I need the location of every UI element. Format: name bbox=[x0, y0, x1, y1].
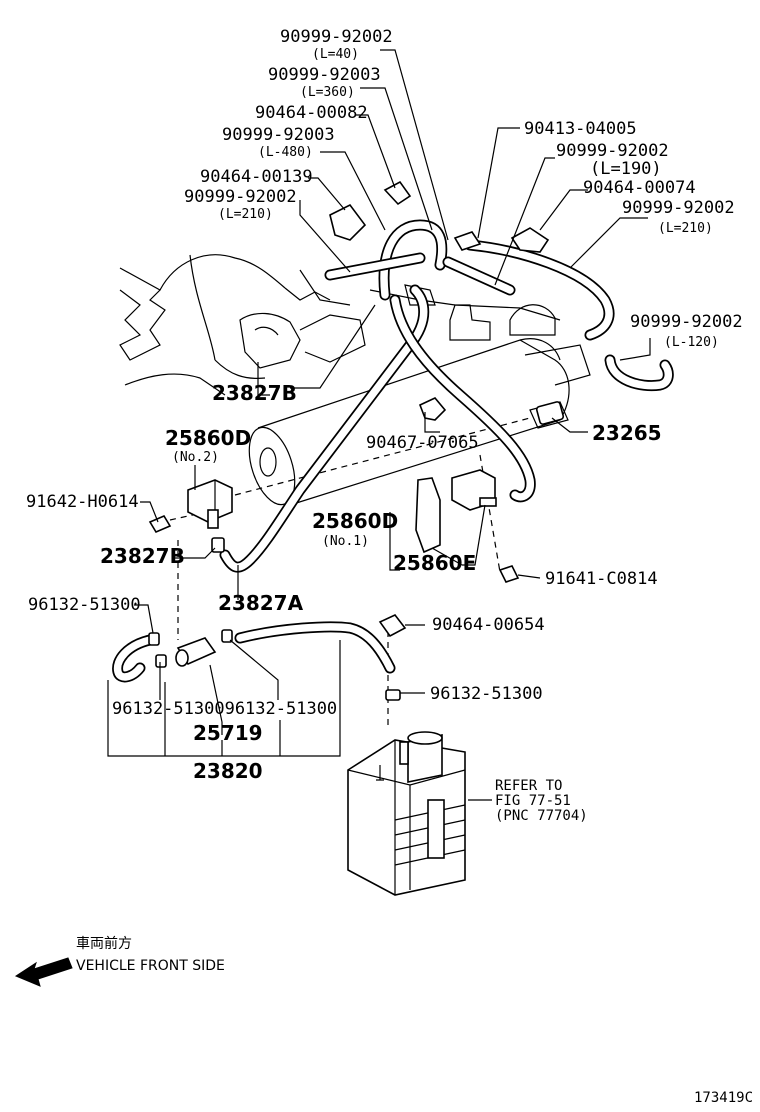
figure-id: 173419C bbox=[694, 1090, 753, 1106]
arrow-left-icon bbox=[14, 957, 73, 987]
hose-group bbox=[112, 219, 674, 683]
label-91641-C0814: 91641-C0814 bbox=[545, 569, 658, 589]
charcoal-canister bbox=[347, 731, 466, 896]
label-23265: 23265 bbox=[592, 421, 662, 445]
label-90999-92002-d: 90999-92002 bbox=[622, 198, 735, 218]
label-length-210-right: (L=210) bbox=[658, 221, 713, 236]
label-23820: 23820 bbox=[193, 759, 263, 783]
front-label-jp: 車両前方 bbox=[76, 935, 132, 952]
label-length-190: (L=190) bbox=[590, 159, 662, 179]
label-length-120: (L-120) bbox=[664, 335, 719, 350]
refer-note-line3: (PNC 77704) bbox=[495, 808, 588, 824]
label-length-40: (L=40) bbox=[312, 47, 359, 62]
filter-25719 bbox=[175, 637, 217, 667]
label-length-360: (L=360) bbox=[300, 85, 355, 100]
label-length-480: (L-480) bbox=[258, 145, 313, 160]
refer-note-line2: FIG 77-51 bbox=[495, 793, 571, 809]
label-91642-H0614: 91642-H0614 bbox=[26, 492, 139, 512]
label-90999-92003-a: 90999-92003 bbox=[268, 65, 381, 85]
label-no1: (No.1) bbox=[322, 534, 369, 549]
front-label-en: VEHICLE FRONT SIDE bbox=[76, 958, 225, 974]
label-90464-00139: 90464-00139 bbox=[200, 167, 313, 187]
label-90999-92002-e: 90999-92002 bbox=[630, 312, 743, 332]
label-25860D-no2: 25860D bbox=[165, 426, 251, 450]
label-90999-92002-c: 90999-92002 bbox=[556, 141, 669, 161]
refer-note-line1: REFER TO bbox=[495, 778, 562, 794]
leader-lines bbox=[107, 49, 651, 801]
vsv-no2 bbox=[148, 479, 233, 534]
vehicle-front-indicator: 車両前方 VEHICLE FRONT SIDE bbox=[14, 935, 225, 987]
label-96132-51300-left: 96132-51300 bbox=[28, 595, 141, 615]
label-96132-51300-pair: 96132-5130096132-51300 bbox=[112, 699, 337, 719]
label-25719: 25719 bbox=[193, 721, 263, 745]
label-no2: (No.2) bbox=[172, 450, 219, 465]
label-90413-04005: 90413-04005 bbox=[524, 119, 637, 139]
label-90467-07065: 90467-07065 bbox=[366, 433, 479, 453]
label-23827B-mid: 23827B bbox=[100, 544, 185, 568]
part-labels: 90999-92002 (L=40) 90999-92003 (L=360) 9… bbox=[26, 27, 743, 824]
label-23827A: 23827A bbox=[218, 591, 304, 615]
label-90999-92003-b: 90999-92003 bbox=[222, 125, 335, 145]
label-96132-51300-right: 96132-51300 bbox=[430, 684, 543, 704]
label-90464-00082: 90464-00082 bbox=[255, 103, 368, 123]
clamps bbox=[148, 180, 565, 701]
label-90464-00654: 90464-00654 bbox=[432, 615, 545, 635]
label-90999-92002-a: 90999-92002 bbox=[280, 27, 393, 47]
label-25860E: 25860E bbox=[393, 551, 476, 575]
label-length-210-left: (L=210) bbox=[218, 207, 273, 222]
label-23827B-top: 23827B bbox=[212, 381, 297, 405]
label-90999-92002-b: 90999-92002 bbox=[184, 187, 297, 207]
engine-outline bbox=[119, 254, 591, 506]
label-90464-00074: 90464-00074 bbox=[583, 178, 696, 198]
vsv-no1 bbox=[415, 469, 520, 583]
label-25860D-no1: 25860D bbox=[312, 509, 398, 533]
